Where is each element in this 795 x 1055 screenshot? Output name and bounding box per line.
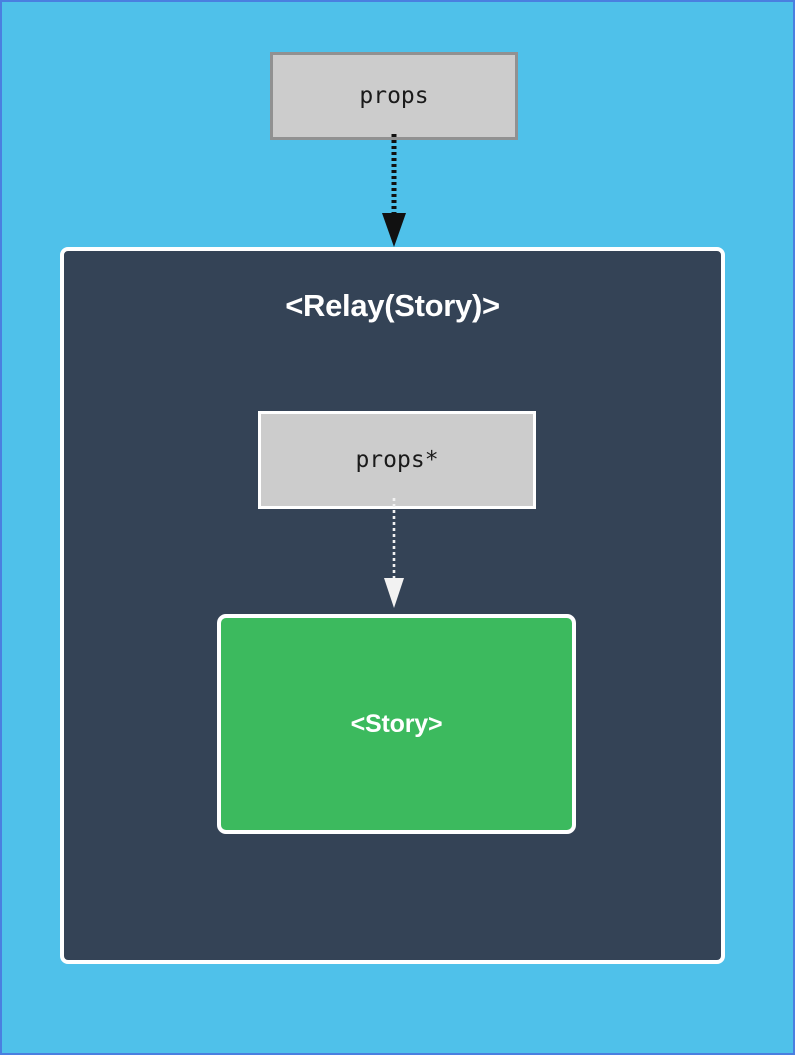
props-star-box-label: props* — [355, 446, 439, 473]
story-component-label: <Story> — [350, 709, 443, 738]
props-box-outer: props — [270, 52, 518, 140]
story-component-box: <Story> — [217, 614, 576, 834]
props-to-relay-arrow — [382, 134, 406, 247]
relay-story-panel: <Relay(Story)> props* <Story> — [60, 247, 725, 964]
props-star-box: props* — [258, 411, 536, 509]
relay-panel-title: <Relay(Story)> — [285, 288, 500, 323]
props-box-outer-label: props — [359, 82, 429, 109]
